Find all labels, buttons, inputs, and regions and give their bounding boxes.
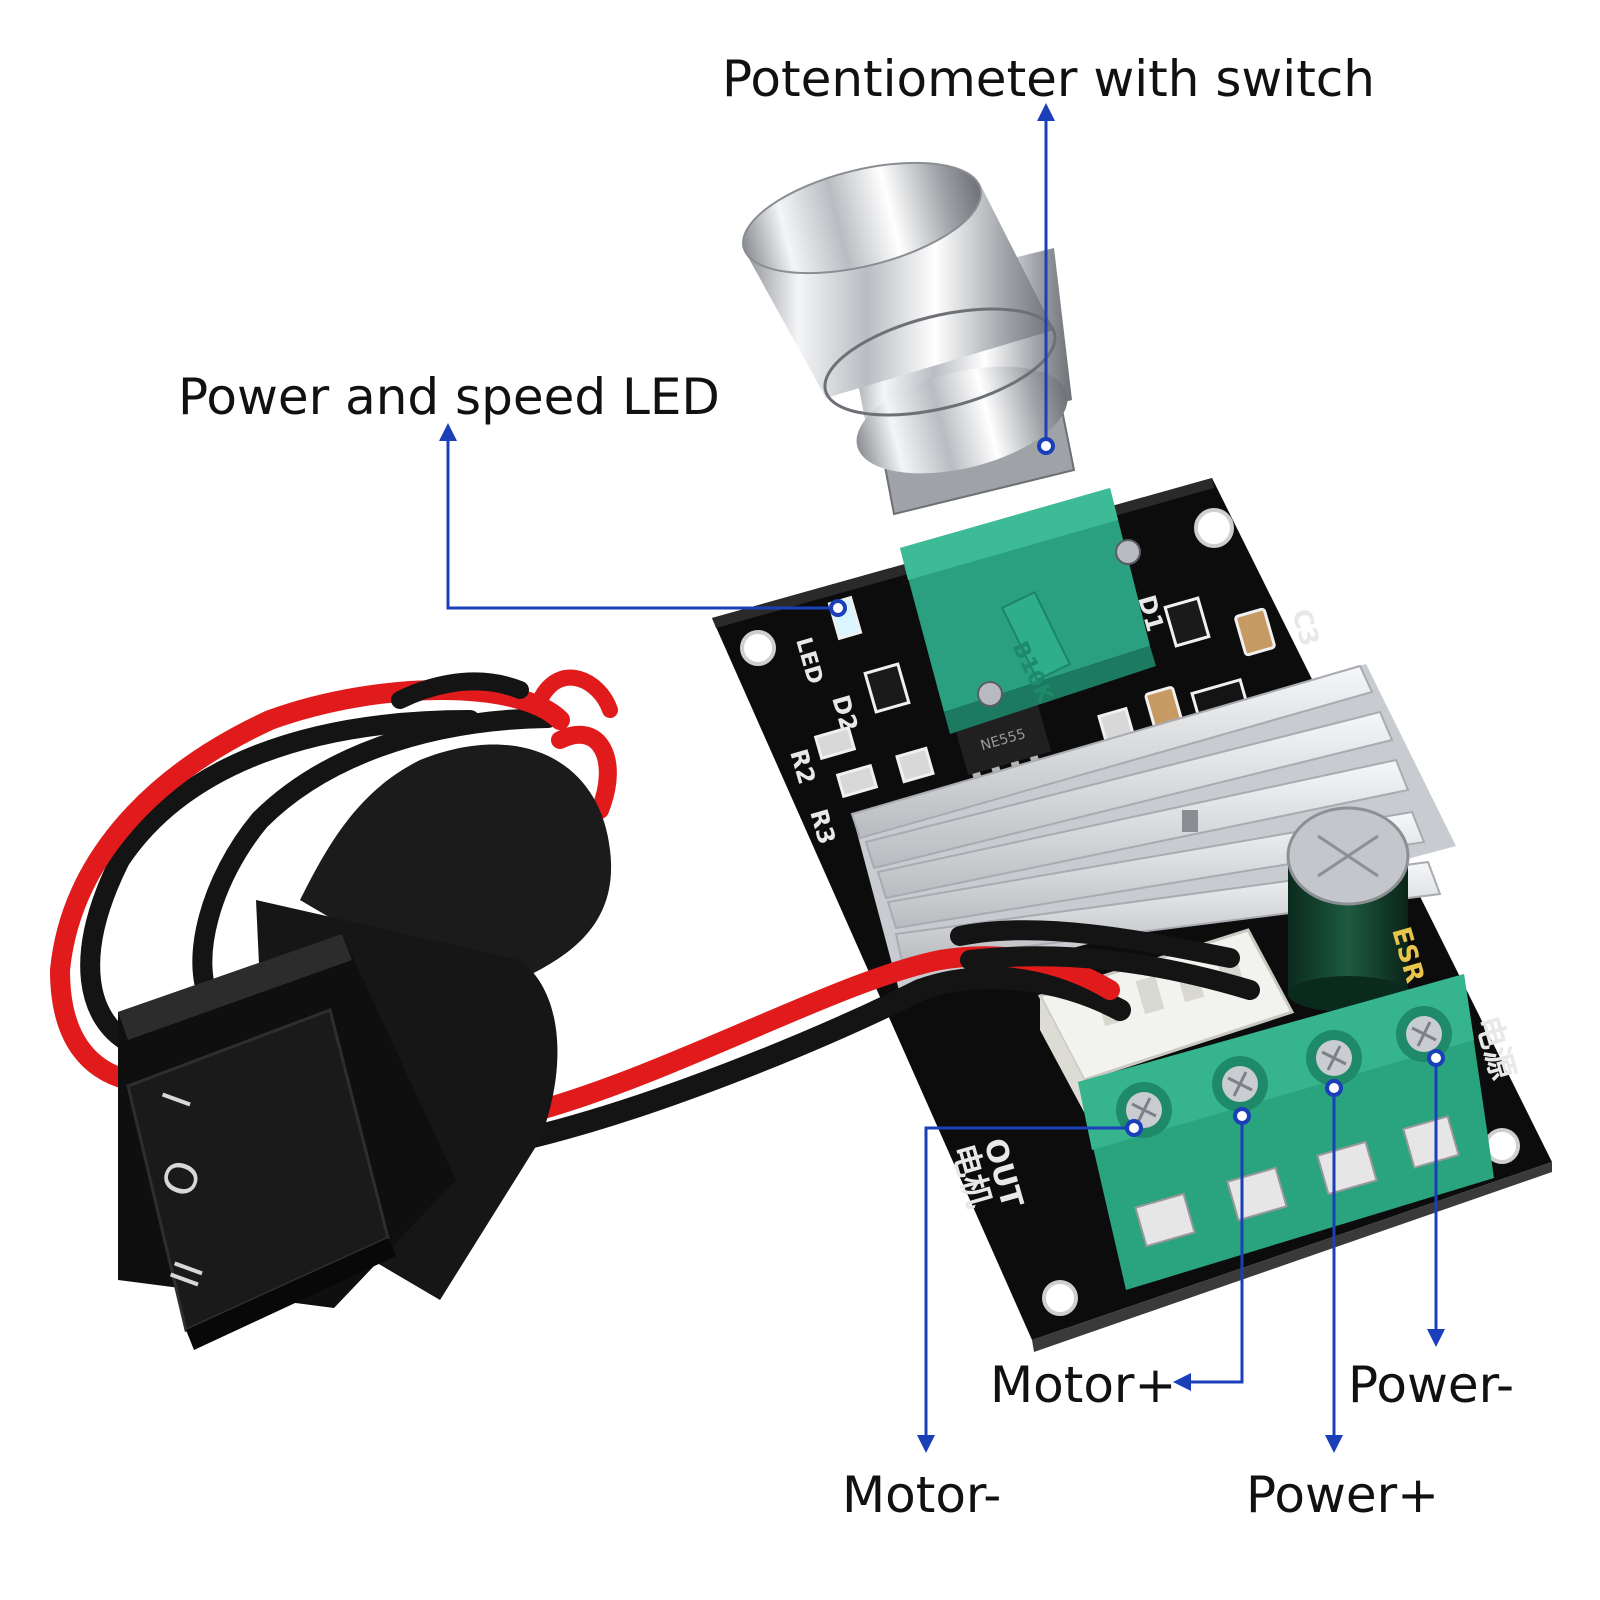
electrolytic-capacitor: ESR <box>1286 806 1430 1012</box>
anchor-dot-icon <box>1037 437 1055 455</box>
rocker-switch: O I II <box>118 744 612 1350</box>
smd-resistor <box>895 746 935 784</box>
terminal-screw <box>1116 1082 1172 1138</box>
anchor-dot-icon <box>1325 1079 1343 1097</box>
heatsink-screw <box>1182 810 1198 832</box>
terminal-screw <box>1306 1030 1362 1086</box>
callout-lines <box>439 103 1445 1453</box>
terminal-screw <box>1396 1006 1452 1062</box>
callout-anchors <box>829 437 1445 1137</box>
resistor-r3 <box>835 763 879 799</box>
anchor-dot-icon <box>829 599 847 617</box>
terminal-clamp <box>1316 1140 1378 1196</box>
potentiometer: B10K <box>742 161 1156 734</box>
callout-line-motor-plus <box>1173 1116 1244 1391</box>
callout-led: Power and speed LED <box>178 368 720 426</box>
terminal-clamp <box>1134 1192 1196 1248</box>
diode-d2 <box>863 662 911 714</box>
mount-hole <box>1194 508 1234 548</box>
resistor-r2 <box>813 725 857 761</box>
mount-hole <box>740 630 776 666</box>
callout-power-plus: Power+ <box>1246 1466 1440 1524</box>
callout-line-led <box>439 423 838 610</box>
mount-hole <box>1042 1280 1078 1316</box>
anchor-dot-icon <box>1233 1107 1251 1125</box>
wire-harness <box>49 669 1260 1151</box>
smd-capacitor <box>1234 607 1276 657</box>
terminal-screw <box>1212 1056 1268 1112</box>
anchor-dot-icon <box>1125 1119 1143 1137</box>
callout-line-motor-minus <box>917 1126 1134 1453</box>
callout-potentiometer: Potentiometer with switch <box>722 50 1375 108</box>
anchor-dot-icon <box>1427 1049 1445 1067</box>
callout-motor-minus: Motor- <box>842 1466 1002 1524</box>
callout-power-minus: Power- <box>1348 1356 1515 1414</box>
diode-d1 <box>1163 596 1211 648</box>
screw-terminal-block <box>1078 974 1494 1290</box>
callout-motor-plus: Motor+ <box>990 1356 1177 1414</box>
